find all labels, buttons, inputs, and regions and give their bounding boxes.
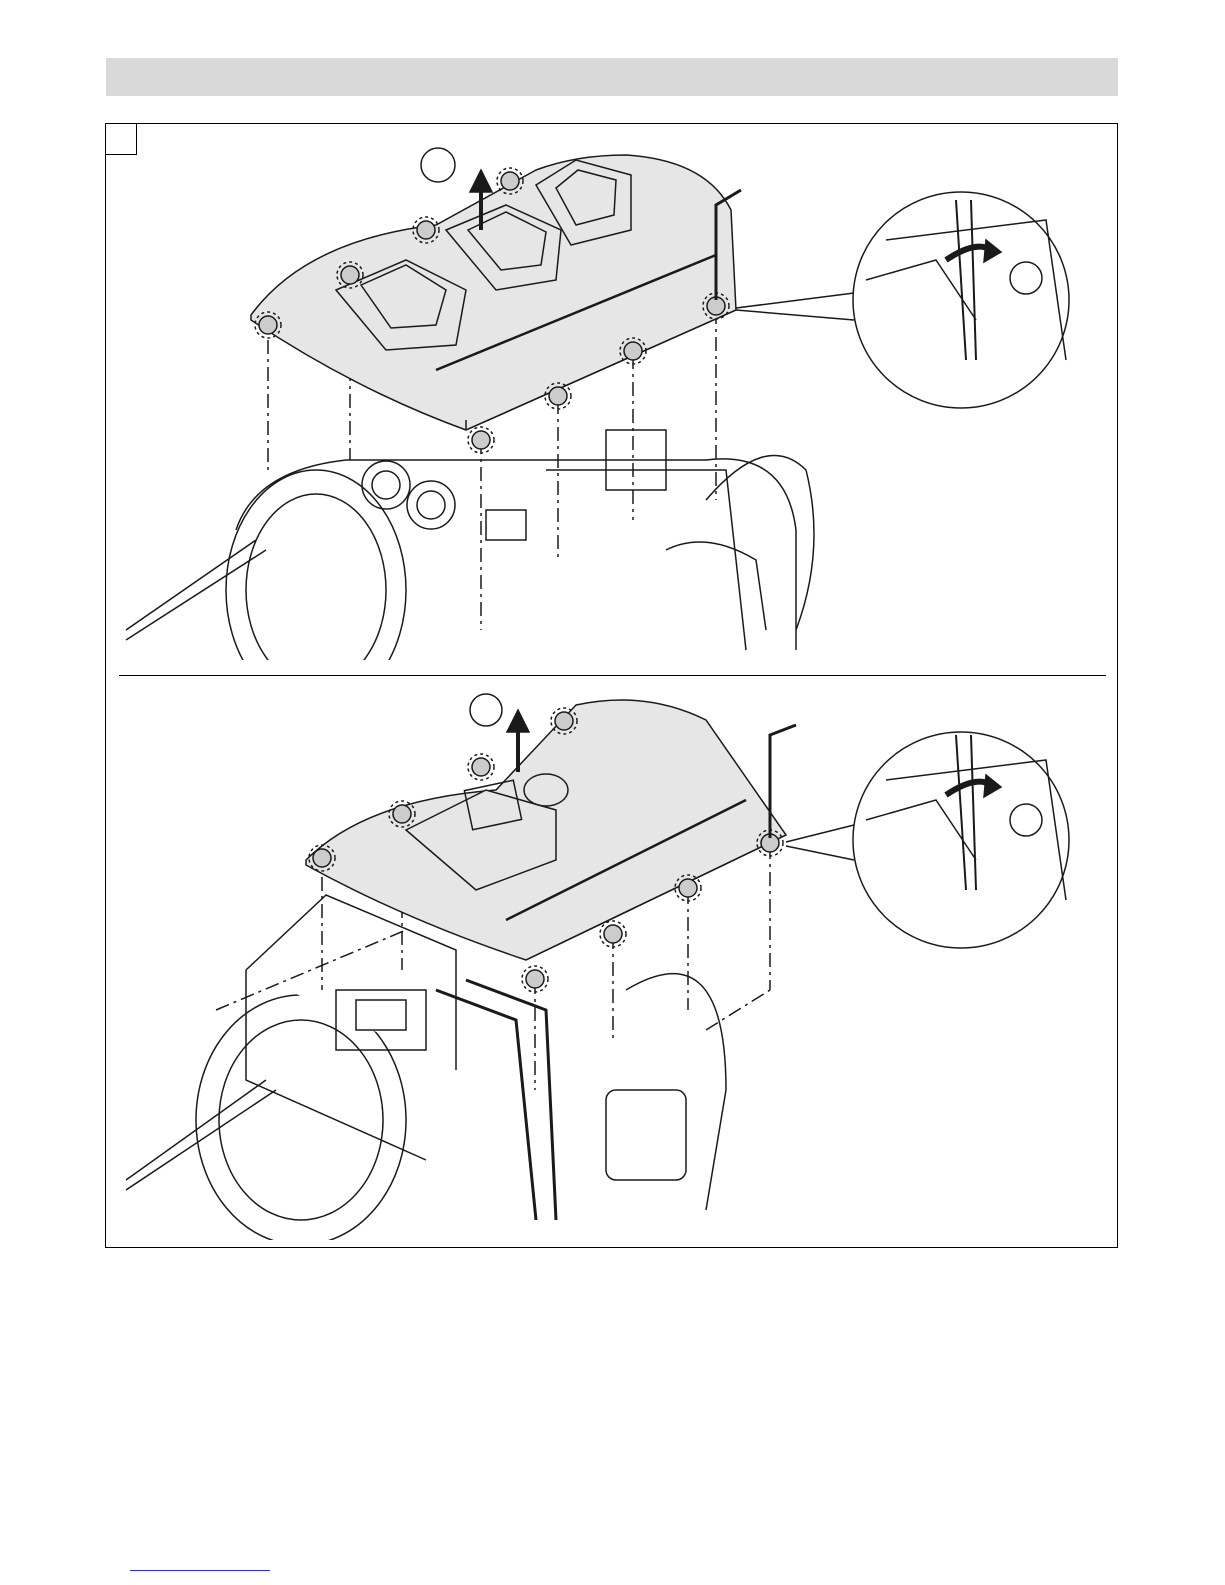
detail-magnifier: [786, 732, 1069, 948]
callout-circle: [1010, 804, 1042, 836]
footer-link-underline[interactable]: [130, 1570, 270, 1571]
screw-icon: [468, 754, 494, 780]
screw-icon: [522, 966, 548, 992]
section-header-bar: [106, 58, 1118, 96]
callout-circle: [1010, 262, 1042, 294]
screw-icon: [468, 427, 494, 453]
panel-divider: [119, 675, 1106, 676]
screw-icon: [675, 875, 701, 901]
screw-icon: [545, 383, 571, 409]
top-cover-ribbed: [251, 155, 736, 430]
screw-icon: [600, 921, 626, 947]
callout-circle: [421, 148, 455, 182]
callout-circle: [470, 694, 502, 726]
illustration-top-cover-removal: [106, 130, 1116, 660]
fixture-body: [126, 895, 726, 1240]
detail-magnifier: [736, 192, 1069, 408]
illustration-bottom-cover-removal: [106, 690, 1116, 1240]
fixture-body: [126, 430, 814, 660]
